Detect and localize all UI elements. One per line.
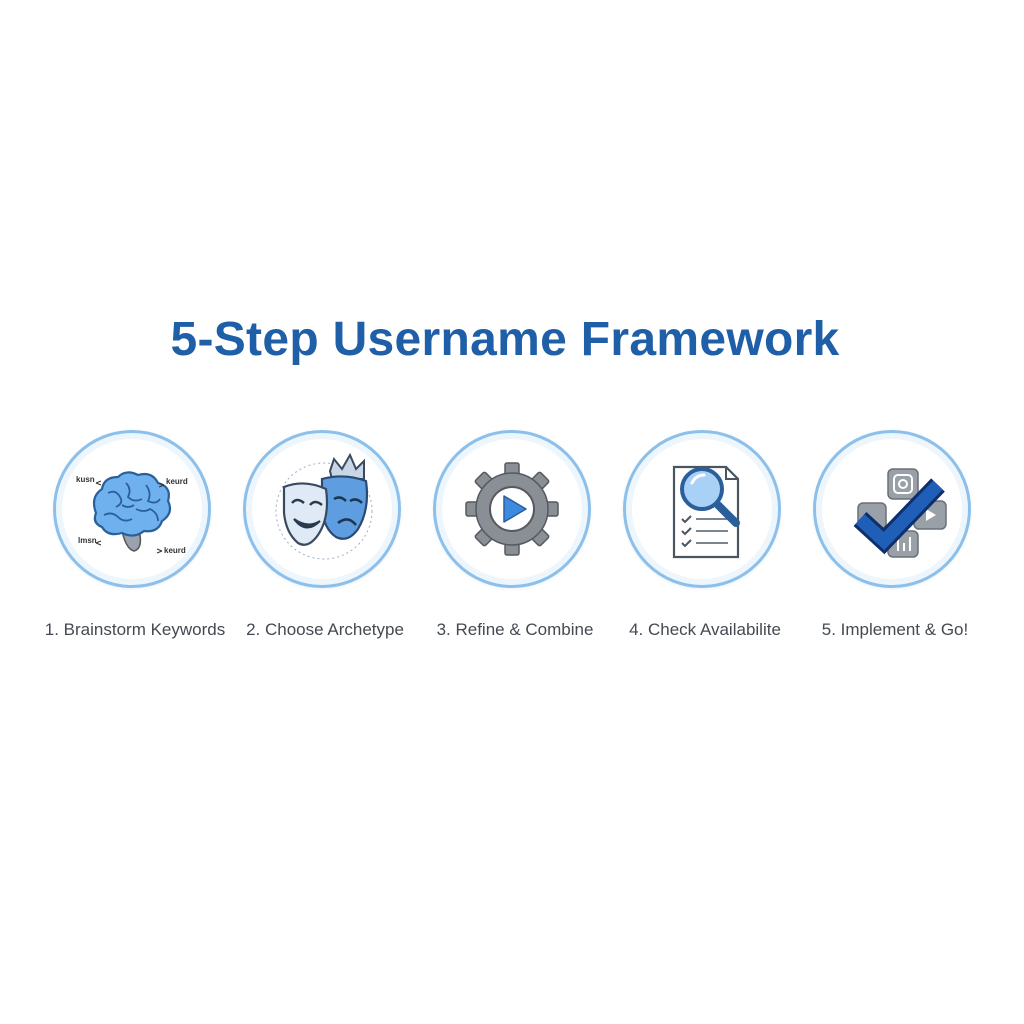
step-2-label: 2. Choose Archetype	[246, 620, 404, 639]
page-title: 5-Step Username Framework	[170, 313, 840, 366]
step-4-circle	[623, 430, 781, 588]
keyword-tag: lmsn	[78, 536, 97, 545]
step-2-circle	[243, 430, 401, 588]
step-5-circle	[813, 430, 971, 588]
step-1-label: 1. Brainstorm Keywords	[44, 620, 226, 639]
brain-icon: kusn keurd lmsn keurd	[76, 471, 188, 555]
step-3-label: 3. Refine & Combine	[436, 620, 594, 639]
step-1-circle: kusn keurd lmsn keurd	[53, 430, 211, 588]
instagram-icon	[887, 468, 919, 500]
step-4-label: 4. Check Availabilite	[629, 620, 781, 639]
social-checkmark-icon	[853, 468, 947, 558]
keyword-tag: kusn	[76, 475, 95, 484]
checklist-magnifier-icon	[672, 465, 740, 559]
step-5-label: 5. Implement & Go!	[821, 620, 969, 639]
step-3-circle	[433, 430, 591, 588]
theater-masks-icon	[275, 452, 373, 560]
keyword-tag: keurd	[166, 477, 188, 486]
keyword-tag: keurd	[164, 546, 186, 555]
gear-play-icon	[465, 462, 559, 556]
